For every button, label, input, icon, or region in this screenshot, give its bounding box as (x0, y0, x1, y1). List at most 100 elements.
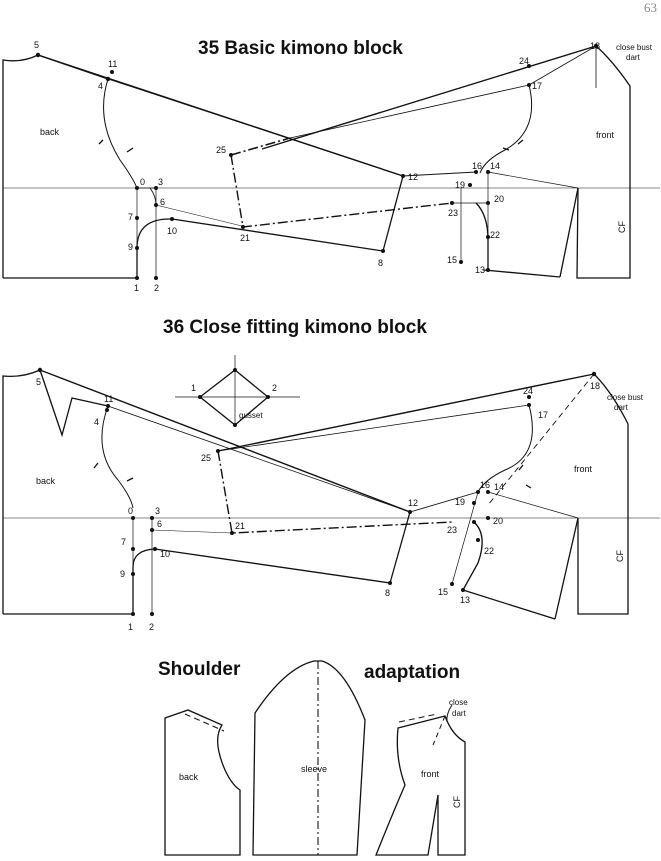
fig36-label-2: 2 (149, 622, 154, 632)
fig35-label-14: 14 (490, 161, 500, 171)
fig36-label-24: 24 (523, 386, 533, 396)
figure-36-diagram (2, 355, 660, 620)
fig35-back-sleeve-under (171, 218, 384, 252)
fig35-label-10: 10 (167, 226, 177, 236)
fig36-back-sleeve-inner (107, 405, 411, 513)
fig36-label-close-bust-1: close bust (607, 393, 644, 402)
figure-36-labels: 5 11 4 back 0 3 6 7 10 9 1 2 25 21 12 8 … (36, 377, 644, 632)
fig35-label-cf: CF (617, 221, 627, 233)
fig35-label-16: 16 (472, 161, 482, 171)
fig36-back-dart (39, 369, 63, 436)
fig36-label-6: 6 (157, 519, 162, 529)
adapt-label-sleeve: sleeve (301, 764, 327, 774)
fig35-label-8: 8 (378, 258, 383, 268)
fig35-label-21: 21 (240, 233, 250, 243)
fig35-front-hem-line (483, 269, 561, 278)
fig36-label-4: 4 (94, 417, 99, 427)
fig35-label-19: 19 (455, 180, 465, 190)
fig36-front-dart (487, 373, 595, 506)
fig35-gusset-line (230, 154, 453, 228)
adaptation-title: adaptation (364, 662, 461, 683)
fig36-gusset-line (217, 450, 453, 534)
adapt-label-close: close (449, 698, 468, 707)
fig35-label-23: 23 (448, 208, 458, 218)
fig35-label-close-bust-2: dart (626, 53, 641, 62)
fig35-front-sleeve-inner (289, 84, 530, 139)
fig36-back-outline (2, 369, 156, 615)
fig36-front-sleeve-hem (409, 491, 479, 513)
gusset-label-1: 1 (191, 383, 196, 393)
page-number: 63 (644, 0, 657, 15)
fig35-front-side (559, 187, 579, 278)
figure-35-points (35, 43, 599, 280)
fig35-back-armhole (103, 78, 138, 189)
adapt-back-piece (164, 709, 241, 856)
adapt-front-shoulder-dash (398, 713, 438, 723)
fig36-label-15: 15 (438, 587, 448, 597)
fig36-front-sleeve-inner (217, 404, 530, 452)
fig35-front-armhole (479, 84, 533, 174)
fig35-label-24: 24 (519, 56, 529, 66)
shoulder-title: Shoulder (158, 659, 241, 680)
fig36-label-14: 14 (494, 482, 504, 492)
adapt-label-cf: CF (452, 796, 462, 808)
adapt-front-piece (375, 715, 466, 856)
figure-35-title: 35 Basic kimono block (198, 38, 403, 59)
fig35-label-18: 18 (590, 41, 600, 51)
fig35-back-sleeve-inner (107, 78, 404, 177)
shoulder-adaptation-diagram (164, 660, 466, 856)
fig35-front-sleeve-hem (402, 171, 477, 177)
fig36-label-close-bust-2: dart (614, 403, 629, 412)
fig36-label-17: 17 (538, 410, 548, 420)
fig36-back-armhole (101, 405, 134, 509)
fig36-label-22: 22 (484, 546, 494, 556)
fig35-label-6: 6 (160, 197, 165, 207)
fig36-label-back: back (36, 476, 56, 486)
fig36-label-10: 10 (160, 549, 170, 559)
fig35-label-15: 15 (447, 255, 457, 265)
fig36-label-19: 19 (455, 497, 465, 507)
fig35-label-3: 3 (158, 177, 163, 187)
fig35-guide-6-21 (155, 204, 247, 228)
adapt-front-dart-dash (432, 715, 446, 746)
fig35-label-2: 2 (154, 283, 159, 293)
fig35-front-sleeve-top (261, 45, 597, 150)
fig35-front-outline (576, 45, 631, 279)
fig36-front-hem (462, 589, 556, 620)
fig35-label-25: 25 (216, 145, 226, 155)
fig36-label-front: front (574, 464, 593, 474)
fig35-label-close-bust-1: close bust (616, 43, 653, 52)
adapt-label-back: back (179, 772, 199, 782)
fig36-label-21: 21 (235, 521, 245, 531)
fig35-back-curve-3-6 (149, 187, 157, 206)
fig36-front-underarm-curve (462, 521, 483, 591)
fig36-front-sleeve-top (217, 373, 595, 452)
fig36-label-25: 25 (201, 453, 211, 463)
fig35-label-4: 4 (98, 81, 103, 91)
fig36-back-sleeve-under (154, 548, 391, 584)
fig36-front-outline (577, 373, 629, 615)
fig36-label-13: 13 (460, 595, 470, 605)
fig35-label-5: 5 (34, 40, 39, 50)
fig35-label-12: 12 (408, 172, 418, 182)
adapt-back-shoulder-dash (184, 713, 225, 732)
adapt-front-dart-arrow (446, 704, 453, 723)
fig35-back-sleeve-hem (382, 175, 404, 252)
fig36-guide-6 (151, 529, 233, 534)
adapt-sleeve-piece (252, 660, 366, 856)
fig36-front-armhole (477, 404, 533, 493)
fig36-label-16: 16 (480, 480, 490, 490)
fig36-label-12: 12 (408, 498, 418, 508)
fig36-label-9: 9 (120, 569, 125, 579)
fig35-label-11: 11 (108, 59, 117, 69)
fig35-front-underarm-curve (475, 202, 489, 270)
fig36-front-side (554, 517, 579, 620)
adapt-label-dart: dart (452, 709, 467, 718)
fig36-label-0: 0 (128, 506, 133, 516)
fig35-label-0: 0 (140, 177, 145, 187)
gusset-label-2: 2 (272, 383, 277, 393)
fig36-label-5: 5 (36, 377, 41, 387)
figure-35-labels: 5 11 4 back 0 3 6 7 10 9 1 2 25 21 12 8 … (34, 40, 653, 293)
adapt-label-front: front (421, 769, 440, 779)
fig35-label-front: front (596, 130, 615, 140)
